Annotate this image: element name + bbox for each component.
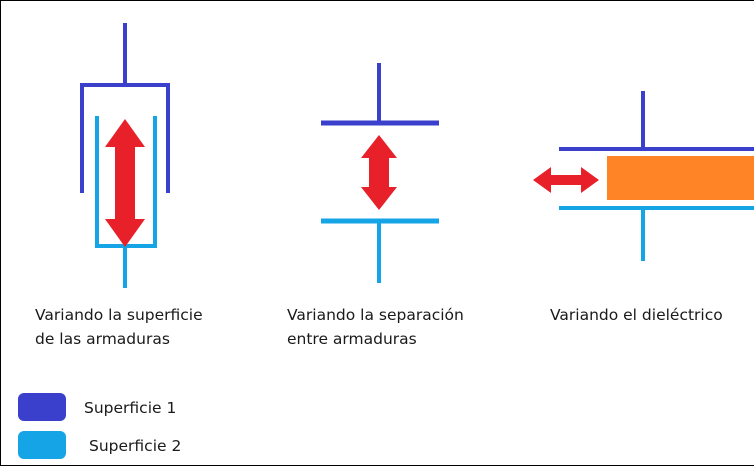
capacitor-surface-variation: [80, 23, 170, 288]
caption-dielectric-variation: Variando el dieléctrico: [550, 303, 723, 327]
capacitor-separation-variation: [321, 63, 439, 283]
double-arrow-horizontal: [533, 167, 599, 193]
legend-label-superficie-1: Superficie 1: [84, 399, 177, 417]
caption-line: Variando la separación: [287, 306, 464, 324]
caption-surface-variation: Variando la superficie de las armaduras: [35, 303, 203, 351]
double-arrow-vertical: [105, 119, 145, 247]
surface1-plate: [80, 83, 170, 193]
capacitor-dielectric-variation: [533, 91, 754, 261]
caption-line: entre armaduras: [287, 330, 417, 348]
caption-line: Variando el dieléctrico: [550, 306, 723, 324]
double-arrow-vertical: [361, 135, 397, 210]
legend-swatch-superficie-1: [18, 393, 66, 421]
dielectric-slab: [607, 156, 754, 200]
caption-separation-variation: Variando la separación entre armaduras: [287, 303, 464, 351]
legend-swatch-superficie-2: [18, 431, 66, 459]
caption-line: de las armaduras: [35, 330, 170, 348]
caption-line: Variando la superficie: [35, 306, 203, 324]
legend-label-superficie-2: Superficie 2: [89, 437, 182, 455]
